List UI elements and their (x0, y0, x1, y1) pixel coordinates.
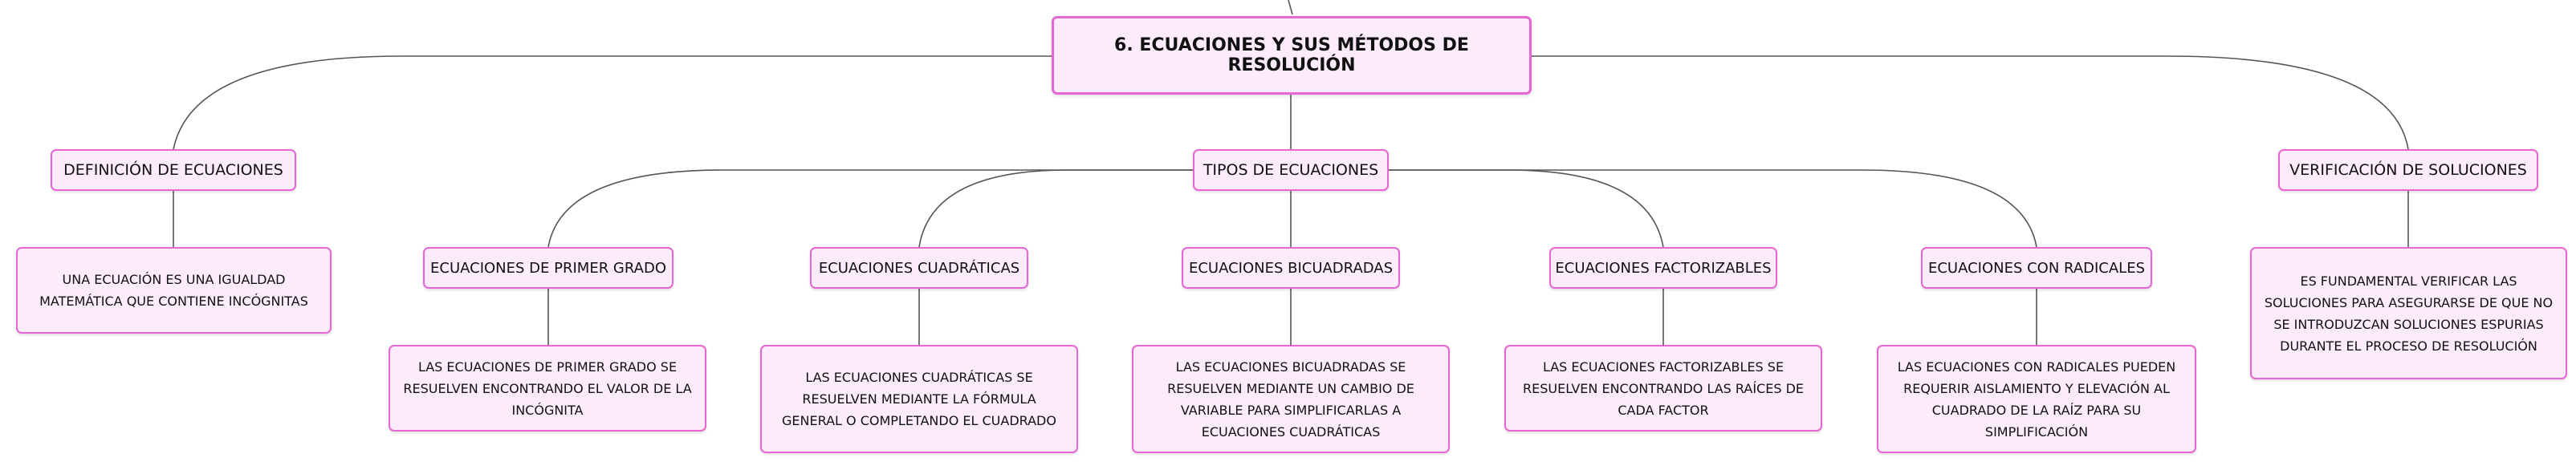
subtopic-factorizables-text[interactable]: LAS ECUACIONES FACTORIZABLES SE RESUELVE… (1504, 345, 1822, 432)
subtopic-bicuadradas[interactable]: ECUACIONES BICUADRADAS (1182, 247, 1400, 289)
connector-root-definicion (173, 55, 1052, 150)
connector-parent (1288, 0, 1293, 15)
topic-tipos[interactable]: TIPOS DE ECUACIONES (1193, 149, 1389, 191)
root-topic[interactable]: 6. ECUACIONES Y SUS MÉTODOS DE RESOLUCIÓ… (1052, 16, 1532, 95)
subtopic-definicion-text[interactable]: UNA ECUACIÓN ES UNA IGUALDAD MATEMÁTICA … (16, 247, 332, 334)
topic-definicion[interactable]: DEFINICIÓN DE ECUACIONES (51, 149, 296, 191)
connector-tipos-radicales (1389, 169, 2037, 248)
subtopic-factorizables[interactable]: ECUACIONES FACTORIZABLES (1549, 247, 1777, 289)
subtopic-primer-grado[interactable]: ECUACIONES DE PRIMER GRADO (423, 247, 674, 289)
subtopic-radicales[interactable]: ECUACIONES CON RADICALES (1921, 247, 2152, 289)
subtopic-cuadraticas-text[interactable]: LAS ECUACIONES CUADRÁTICAS SE RESUELVEN … (760, 345, 1078, 453)
subtopic-primer-grado-text[interactable]: LAS ECUACIONES DE PRIMER GRADO SE RESUEL… (389, 345, 706, 432)
subtopic-bicuadradas-text[interactable]: LAS ECUACIONES BICUADRADAS SE RESUELVEN … (1132, 345, 1450, 453)
subtopic-verificacion-text[interactable]: ES FUNDAMENTAL VERIFICAR LAS SOLUCIONES … (2250, 247, 2567, 379)
topic-verificacion[interactable]: VERIFICACIÓN DE SOLUCIONES (2278, 149, 2538, 191)
subtopic-radicales-text[interactable]: LAS ECUACIONES CON RADICALES PUEDEN REQU… (1877, 345, 2196, 453)
subtopic-cuadraticas[interactable]: ECUACIONES CUADRÁTICAS (810, 247, 1028, 289)
connector-tipos-primer (547, 169, 1193, 248)
connector-root-verificacion (1532, 55, 2409, 150)
connector-tipos-cuadraticas (918, 169, 1193, 248)
connector-tipos-factorizables (1389, 169, 1664, 248)
